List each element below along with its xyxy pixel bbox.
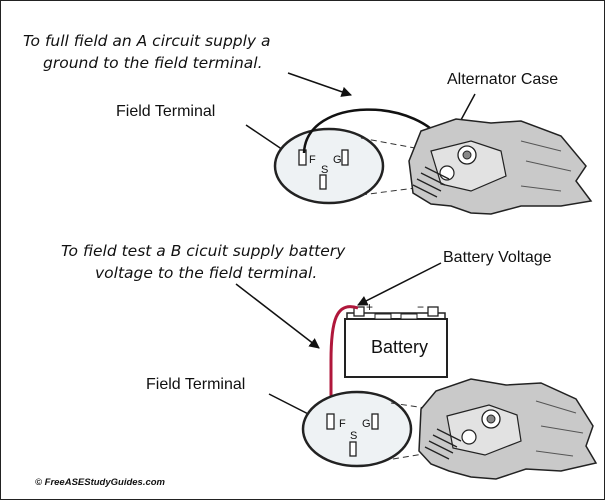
g-pin-slot bbox=[371, 413, 379, 430]
label-battery-voltage: Battery Voltage bbox=[443, 249, 552, 266]
pin-g-label: G bbox=[333, 154, 342, 166]
label-field-terminal-top: Field Terminal bbox=[116, 103, 215, 120]
f-pin-slot bbox=[326, 413, 335, 430]
note-a-arrow bbox=[287, 72, 352, 97]
label-alternator-case: Alternator Case bbox=[447, 71, 558, 88]
plug-top: F G S bbox=[273, 127, 385, 205]
pin-f-label: F bbox=[339, 418, 346, 430]
negative-sign: − bbox=[417, 300, 424, 314]
battery: + − Battery bbox=[344, 300, 448, 378]
plug-bottom: F G S bbox=[301, 390, 413, 468]
negative-post bbox=[427, 306, 439, 317]
f-pin-slot bbox=[298, 149, 307, 166]
battery-voltage-arrow bbox=[357, 262, 442, 306]
pin-f-label: F bbox=[309, 154, 316, 166]
align-line bbox=[360, 185, 432, 196]
battery-case bbox=[344, 318, 448, 378]
pin-g-label: G bbox=[362, 418, 371, 430]
g-pin-slot bbox=[341, 149, 349, 166]
positive-sign: + bbox=[366, 300, 373, 314]
alternator-top bbox=[408, 118, 593, 215]
pin-s-label: S bbox=[321, 164, 328, 176]
battery-label: Battery bbox=[371, 337, 428, 357]
s-pin-slot bbox=[349, 441, 357, 457]
note-a-line-2: ground to the field terminal. bbox=[43, 54, 263, 72]
note-b-arrow bbox=[235, 283, 320, 349]
note-b-line-2: voltage to the field terminal. bbox=[95, 264, 317, 282]
note-a-line-1: To full field an A circuit supply a bbox=[23, 32, 271, 50]
align-line bbox=[360, 137, 432, 152]
battery-jumper-wire bbox=[329, 305, 359, 421]
label-field-terminal-bottom: Field Terminal bbox=[146, 376, 245, 393]
s-pin-slot bbox=[319, 174, 327, 190]
note-b-line-1: To field test a B cicuit supply battery bbox=[61, 242, 346, 260]
pin-s-label: S bbox=[350, 430, 357, 442]
alternator-bottom bbox=[418, 378, 598, 480]
copyright-text: © FreeASEStudyGuides.com bbox=[35, 477, 166, 488]
positive-post bbox=[353, 306, 365, 317]
